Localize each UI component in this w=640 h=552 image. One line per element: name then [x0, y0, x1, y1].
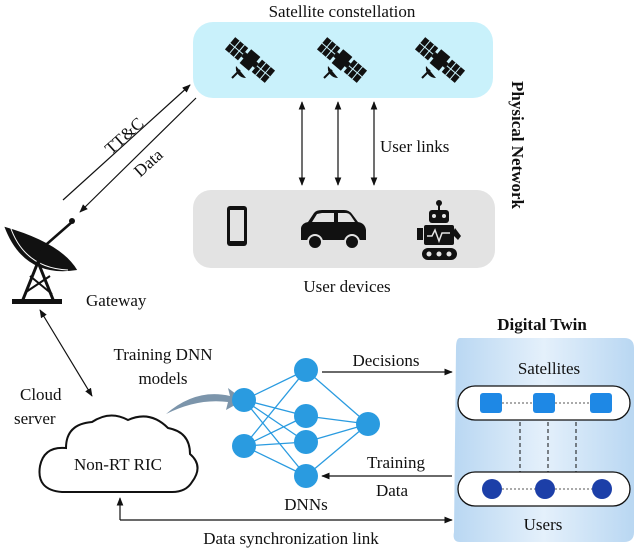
training-dnn-label-line1: Training DNN	[113, 345, 212, 364]
dnns-label: DNNs	[284, 495, 327, 514]
user-twin-node	[535, 479, 555, 499]
satellite-twin-node	[480, 393, 502, 413]
sync-link-label: Data synchronization link	[203, 529, 379, 548]
dnn-edge	[305, 369, 369, 425]
gateway-label: Gateway	[86, 291, 147, 310]
dnn-node	[356, 412, 380, 436]
constellation-label: Satellite constellation	[269, 2, 416, 21]
smartphone-icon	[227, 206, 247, 246]
cloud-label-line1: Cloud	[20, 385, 62, 404]
satellite-dish-icon	[4, 218, 78, 304]
user-devices-label: User devices	[303, 277, 390, 296]
dnn-node	[232, 434, 256, 458]
users-label: Users	[524, 515, 563, 534]
satellite-twin-node	[590, 393, 612, 413]
physical-network-label: Physical Network	[508, 81, 527, 210]
digital-twin-label: Digital Twin	[497, 315, 587, 334]
training-label-line2: Data	[376, 481, 409, 500]
decisions-label: Decisions	[352, 351, 419, 370]
dnn-node	[294, 404, 318, 428]
ttc-link-arrow	[62, 84, 191, 201]
dnn-node	[294, 358, 318, 382]
user-twin-node	[482, 479, 502, 499]
training-dnn-label-line2: models	[138, 369, 187, 388]
ttc-label: TT&C	[101, 114, 147, 158]
satellites-label: Satellites	[518, 359, 580, 378]
data-label: Data	[130, 145, 167, 181]
dnn-node	[294, 464, 318, 488]
training-label-line1: Training	[367, 453, 425, 472]
cloud-icon	[38, 414, 199, 493]
dnn-nodes	[232, 358, 380, 488]
dnn-node	[294, 430, 318, 454]
robot-icon	[417, 200, 461, 260]
dnn-edge	[243, 369, 307, 447]
satellite-twin-node	[533, 393, 555, 413]
dnn-edge	[305, 423, 369, 477]
dnn-node	[232, 388, 256, 412]
non-rt-ric-label: Non-RT RIC	[74, 455, 162, 474]
dnn-edge	[243, 399, 307, 477]
car-icon	[301, 210, 366, 250]
cloud-label-line2: server	[14, 409, 56, 428]
user-twin-node	[592, 479, 612, 499]
gateway-cloud-link-arrow	[39, 309, 93, 397]
user-links-label: User links	[380, 137, 449, 156]
training-arrow	[166, 388, 244, 414]
dnn-edge	[243, 399, 307, 443]
data-link-arrow	[79, 97, 197, 213]
